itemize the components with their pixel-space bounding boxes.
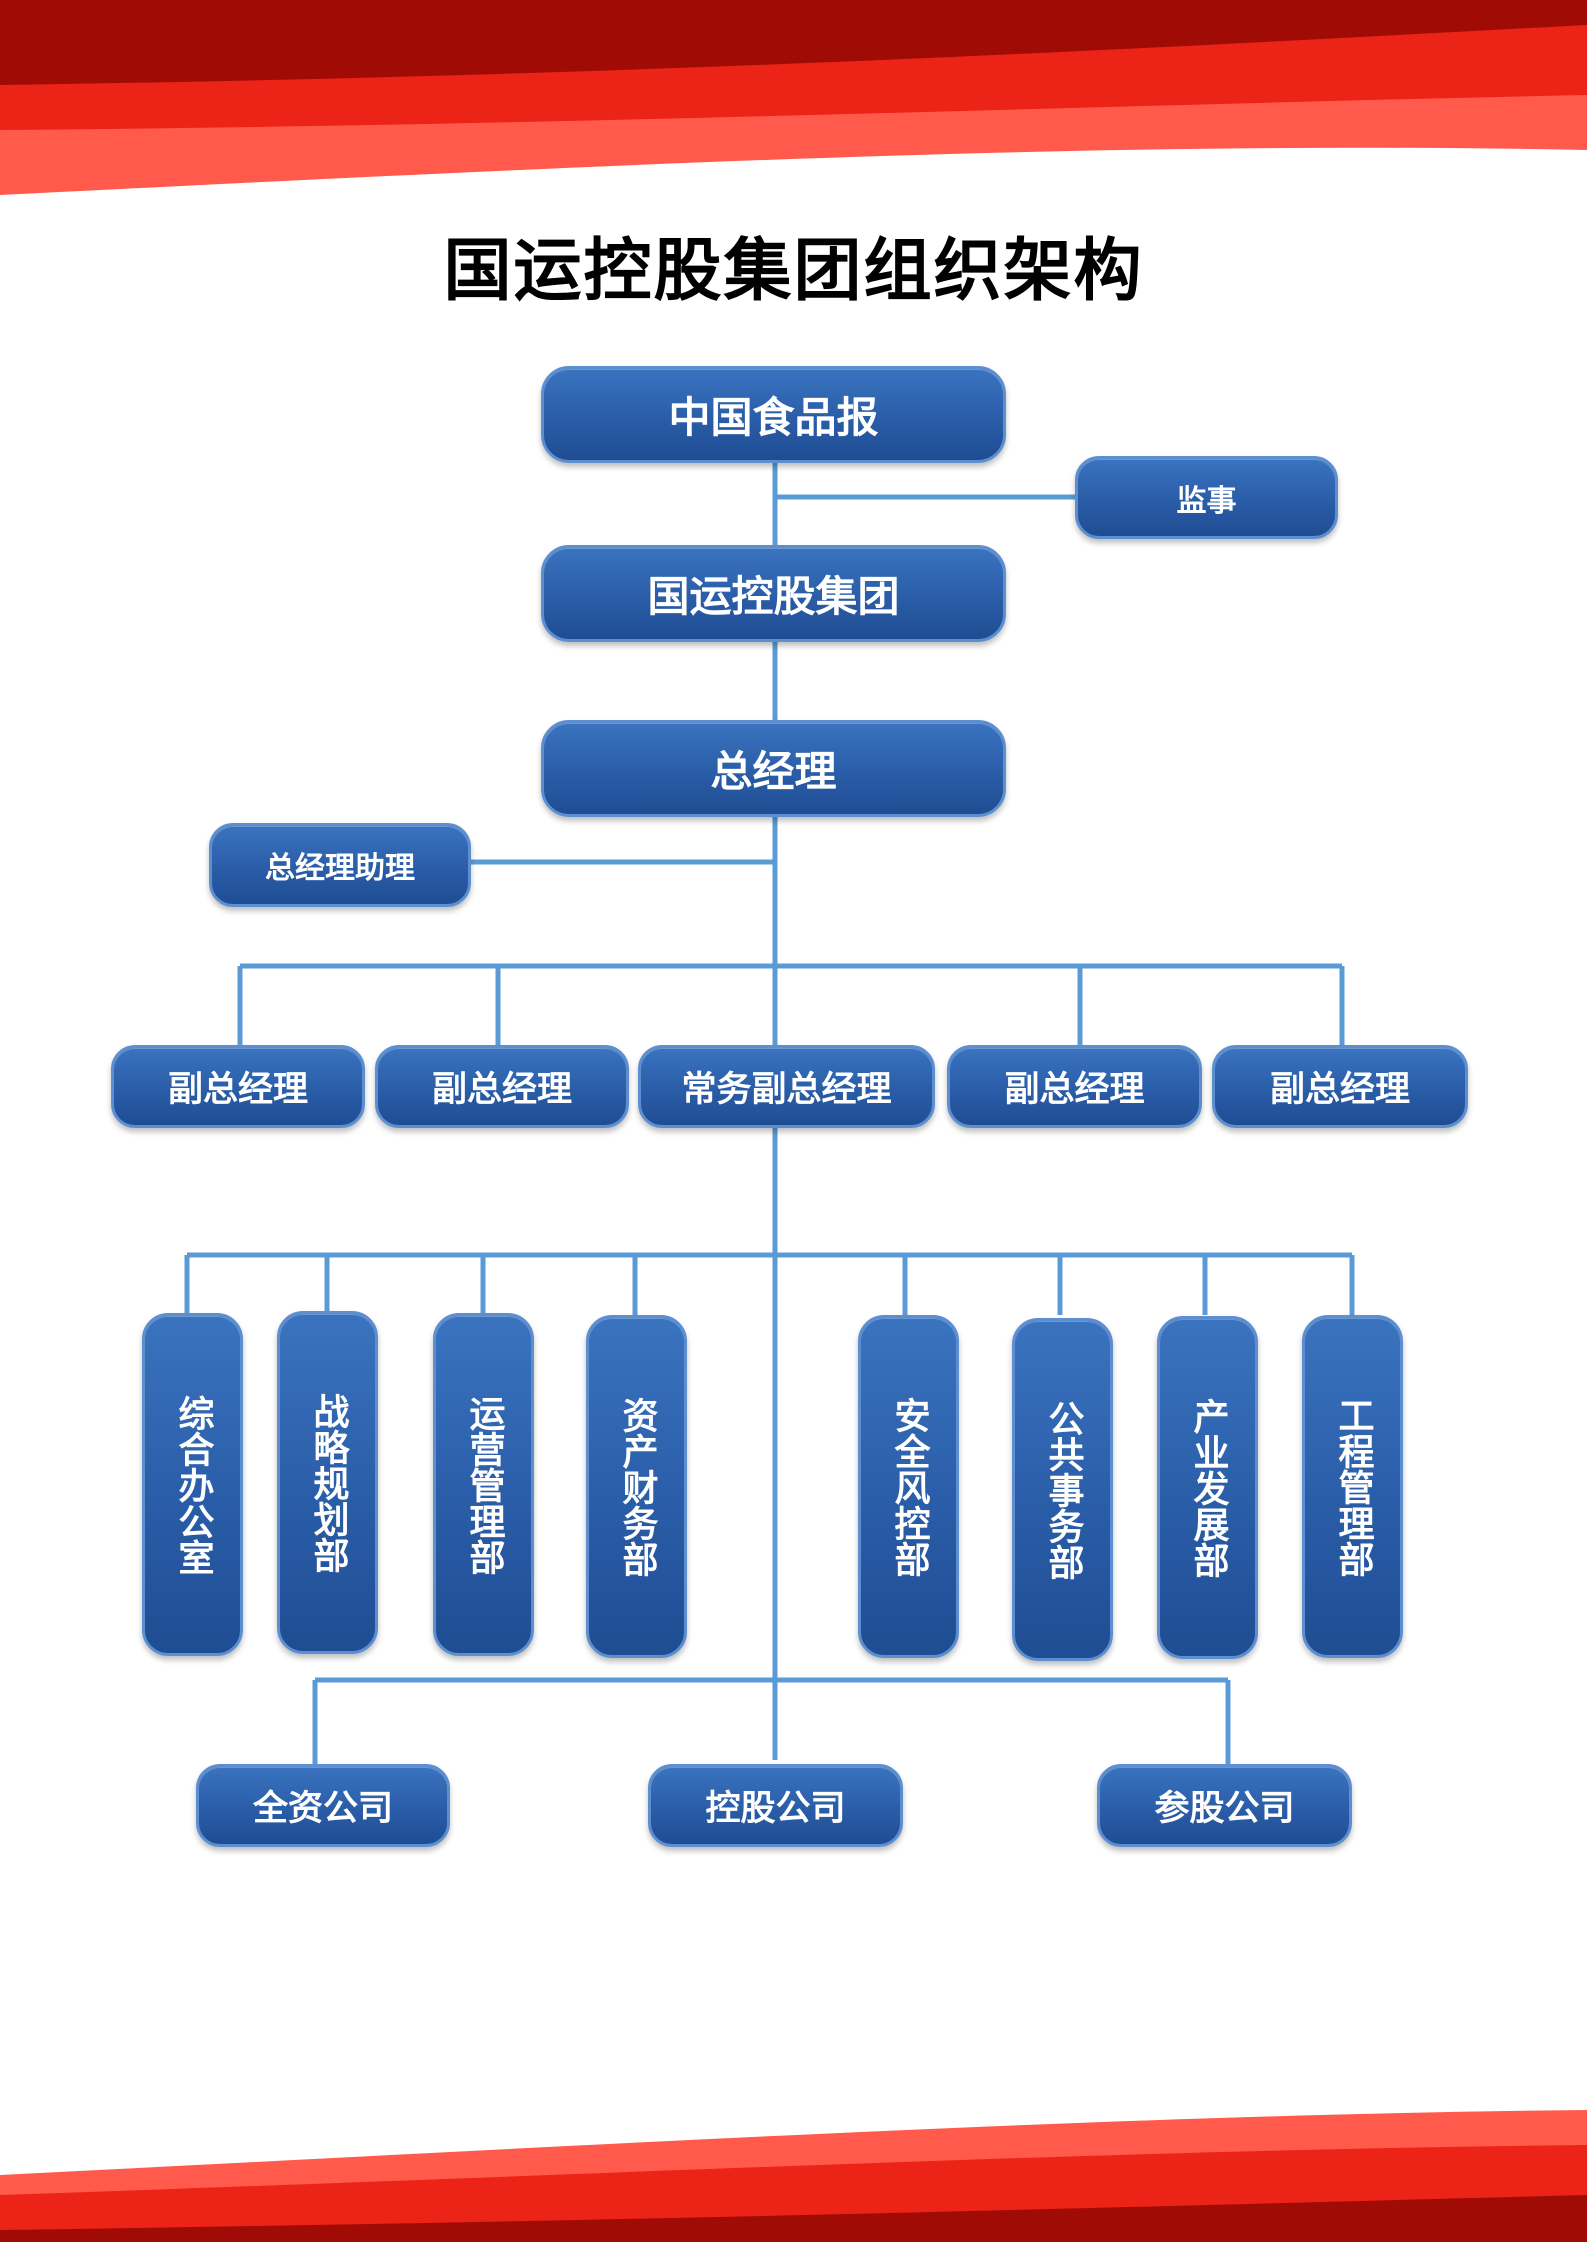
page-title: 国运控股集团组织架构 [443, 232, 1144, 311]
node-supervisor: 监事 [1075, 456, 1338, 539]
node-executive-vp: 常务副总经理 [638, 1045, 935, 1128]
node-company-wholly-owned: 全资公司 [196, 1764, 450, 1847]
node-dept-finance: 资产财务部 [586, 1315, 687, 1658]
node-vp-4: 副总经理 [1212, 1045, 1468, 1128]
node-dept-general-office: 综合办公室 [142, 1313, 243, 1656]
bottom-ribbon-decoration [0, 2110, 1587, 2242]
top-ribbon-decoration [0, 0, 1587, 195]
node-company-holding: 控股公司 [648, 1764, 903, 1847]
node-vp-1: 副总经理 [111, 1045, 365, 1128]
node-top-shareholder: 中国食品报 [541, 366, 1006, 463]
node-dept-public-affairs: 公共事务部 [1012, 1318, 1113, 1661]
node-general-manager: 总经理 [541, 720, 1006, 817]
node-dept-strategy: 战略规划部 [277, 1311, 378, 1654]
node-company-minority: 参股公司 [1097, 1764, 1352, 1847]
node-dept-risk: 安全风控部 [858, 1315, 959, 1658]
node-dept-engineering: 工程管理部 [1302, 1315, 1403, 1658]
node-gm-assistant: 总经理助理 [209, 823, 471, 907]
node-group: 国运控股集团 [541, 545, 1006, 642]
node-vp-2: 副总经理 [375, 1045, 629, 1128]
node-vp-3: 副总经理 [947, 1045, 1202, 1128]
node-dept-industry: 产业发展部 [1157, 1316, 1258, 1659]
node-dept-operations: 运营管理部 [433, 1313, 534, 1656]
